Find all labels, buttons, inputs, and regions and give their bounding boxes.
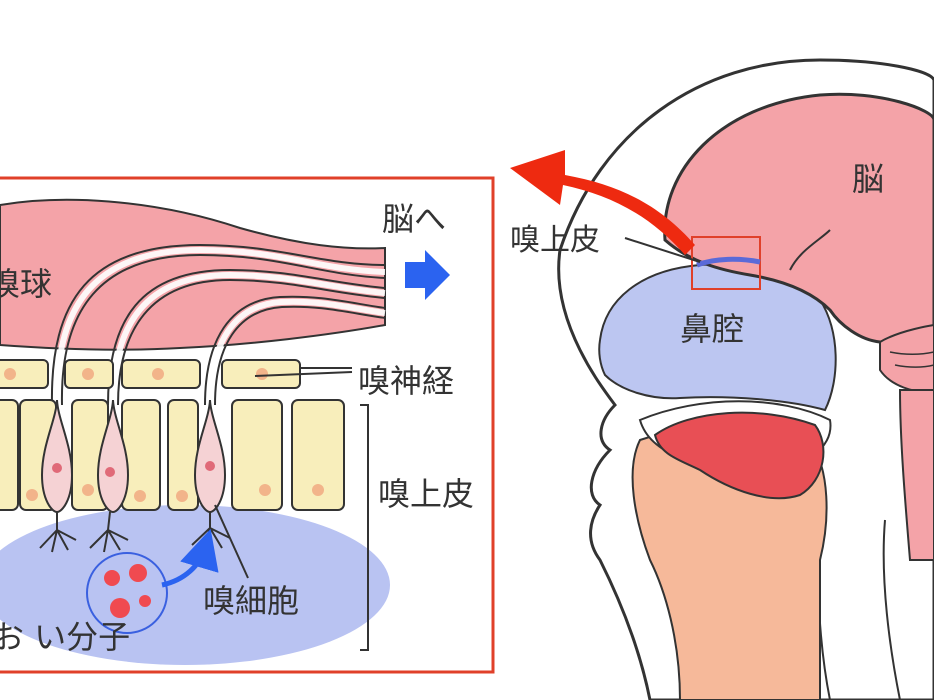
label-odor-molecule: にお い分子 [0,618,130,656]
molecule-binding-arrow [161,528,219,588]
to-brain-arrow [405,250,450,300]
label-olfactory-epithelium-head: 嗅上皮 [510,223,600,258]
head-cross-section [557,58,934,700]
inset-frame [0,176,495,674]
nasal-cavity [598,263,837,412]
epithelial-cells [0,399,345,511]
label-olfactory-epithelium-inset: 嗅上皮 [378,475,474,513]
mucus-layer [0,505,390,665]
epithelium-highlight-box [691,236,761,290]
olfactory-cells [39,399,231,553]
label-brain: 脳 [852,160,884,198]
label-olfactory-nerve: 嗅神経 [358,362,454,400]
olfactory-bulb [0,198,386,351]
supporting-cells-row [0,359,301,389]
label-nasal-cavity: 鼻腔 [680,310,744,348]
tongue [653,411,825,500]
label-to-brain: 脳へ [382,200,446,238]
odor-molecules [86,552,168,634]
label-olfactory-cell: 嗅細胞 [203,582,299,620]
epithelium-inset [0,176,495,674]
label-olfactory-bulb: 嗅球 [0,265,52,303]
zoom-arrow [510,150,695,255]
